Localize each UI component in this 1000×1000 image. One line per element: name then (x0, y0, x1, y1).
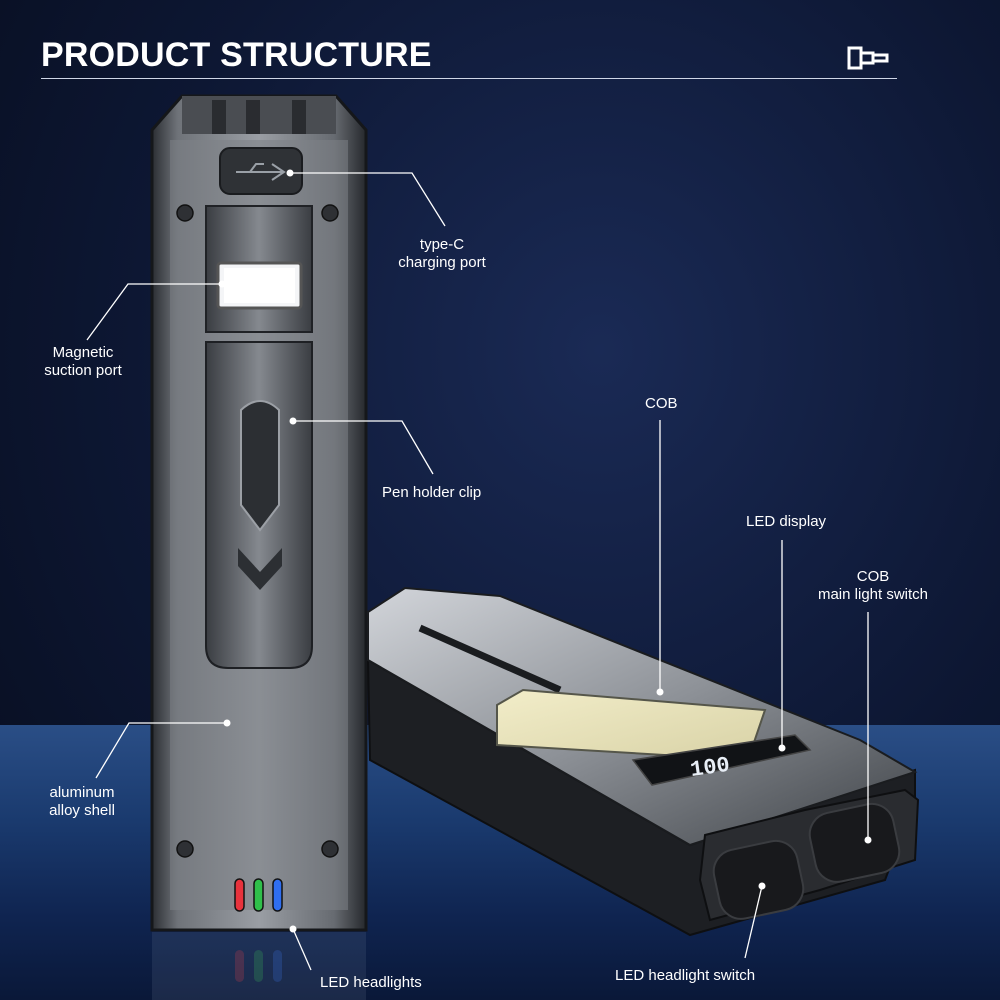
callout-aluminum: aluminum alloy shell (30, 784, 134, 820)
screws-bottom (176, 840, 339, 858)
display-readout: 100 (689, 753, 732, 783)
cob-main-switch (808, 802, 901, 883)
callout-leaders (86, 172, 869, 971)
leader-led-headlight-switch (744, 885, 763, 959)
leader-magnetic (86, 283, 222, 341)
callout-aluminum-line2: alloy shell (49, 802, 115, 819)
flashlight-icon (847, 46, 889, 70)
callout-type-c-line2: charging port (398, 254, 486, 271)
led-headlights (234, 878, 283, 912)
callout-led-display: LED display (746, 513, 827, 530)
title-divider (41, 78, 897, 79)
callout-magnetic-line1: Magnetic (52, 344, 114, 361)
clip-chevron (238, 548, 282, 590)
callout-aluminum-line1: aluminum (49, 784, 115, 801)
callout-magnetic: Magnetic suction port (30, 344, 136, 380)
standing-flashlight (150, 94, 368, 1000)
lying-flashlight: 100 (366, 586, 920, 937)
callout-cob-switch-line1: COB (856, 568, 890, 585)
callout-cob-switch: COB main light switch (806, 568, 940, 604)
callout-pen-clip: Pen holder clip (382, 484, 482, 501)
leader-pen-clip (293, 420, 434, 475)
led-headlight-switch (712, 839, 805, 920)
callout-type-c-line1: type-C (419, 236, 465, 253)
leader-type-c (290, 172, 446, 227)
cob-panel (496, 688, 767, 762)
usb-icon (236, 163, 286, 181)
leader-led-headlights (292, 928, 312, 971)
callout-cob: COB (645, 395, 678, 412)
device-logo (418, 624, 562, 694)
callout-dots (218, 169, 872, 933)
led-display (631, 734, 812, 786)
page-title: PRODUCT STRUCTURE (41, 36, 432, 74)
callout-led-headlights: LED headlights (320, 974, 422, 991)
callout-type-c: type-C charging port (386, 236, 498, 272)
leader-aluminum (95, 722, 227, 779)
callout-magnetic-line2: suction port (44, 362, 122, 379)
device-reflection (152, 932, 366, 1000)
callout-led-headlight-switch: LED headlight switch (615, 967, 756, 984)
led-reflections (235, 950, 282, 982)
callout-cob-switch-line2: main light switch (817, 586, 929, 603)
clip-slot (240, 400, 280, 532)
